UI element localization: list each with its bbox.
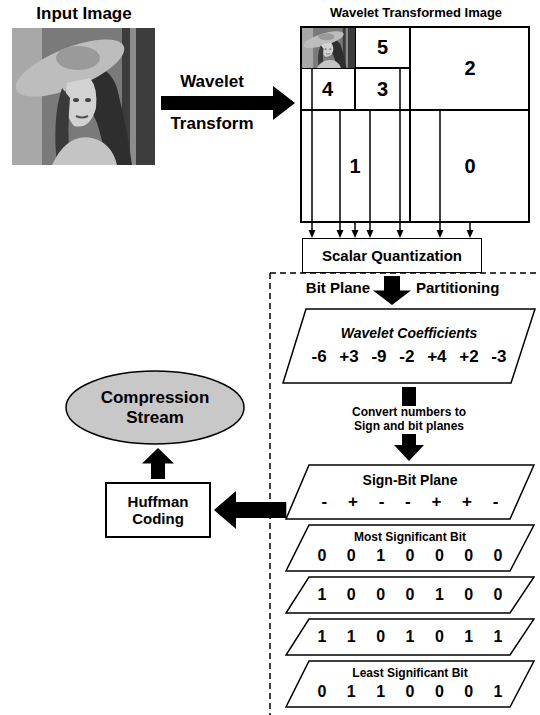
subband-cell: 4 (300, 68, 355, 110)
node-text: Scalar Quantization (322, 247, 462, 264)
process-box: Huffman Coding (105, 482, 211, 538)
connector-line (354, 223, 356, 231)
node-text: Wavelet Transformed Image (330, 6, 502, 21)
block-arrow (214, 491, 286, 529)
input-image: Input Image (10, 4, 158, 168)
node-text: Input Image (36, 4, 131, 24)
connector-arrow (397, 68, 404, 238)
callout-number: 0 (464, 155, 475, 178)
dashed-region-border (269, 273, 271, 715)
parallelogram-shape (286, 661, 534, 707)
ellipse-shape (66, 371, 244, 444)
subband-cell: 5 (355, 26, 410, 68)
callout-number: 1 (349, 155, 360, 178)
arrow-caption: Transform (160, 114, 264, 134)
node-text: -6 +3 -9 -2 +4 +2 -3 (312, 347, 507, 367)
subband-cell: 3 (355, 68, 410, 110)
connector-arrow (142, 448, 174, 479)
bit-plane: 1 0 0 0 1 0 0 (285, 576, 535, 614)
node-text: Huffman Coding (115, 493, 201, 528)
connector-arrow (437, 110, 444, 238)
photo-illustration (12, 28, 155, 165)
parallelogram-shape (286, 525, 534, 571)
arrow-caption: Partitioning (416, 279, 499, 296)
arrow-head (367, 230, 374, 238)
parallelogram-shape (286, 465, 534, 519)
connector-arrow (467, 223, 474, 238)
parallelogram-shape (283, 309, 535, 383)
arrow-head (352, 230, 359, 238)
arrow-head (337, 230, 344, 238)
connector-line (439, 110, 441, 231)
connector-line (369, 110, 371, 231)
bit-plane: Least Significant Bit 0 1 1 0 0 0 1 (285, 660, 535, 708)
block-arrow (373, 276, 411, 305)
bit-plane: Most Significant Bit 0 0 1 0 0 0 0 (285, 524, 535, 572)
callout-number: 3 (377, 78, 388, 101)
photo-image (12, 28, 155, 165)
connector-arrow (373, 276, 411, 305)
process-box: Scalar Quantization (302, 238, 482, 273)
arrow-head (467, 230, 474, 238)
node-text: 0 1 1 0 0 0 1 (318, 683, 503, 701)
subband-grid: Wavelet Transformed Image 5 2 4 3 1 0 (298, 6, 534, 227)
subband-arrow-head (309, 230, 316, 238)
connector-line (399, 68, 401, 231)
connector-line (339, 110, 341, 231)
node-text: Most Significant Bit (354, 531, 466, 545)
approximation-subband-image (302, 28, 355, 68)
subband-arrow-line (311, 68, 313, 231)
parallelogram-shape (286, 619, 534, 655)
connector-arrow (337, 110, 344, 238)
arrow-head (397, 230, 404, 238)
node-text: 1 0 0 0 1 0 0 (318, 586, 503, 604)
edge-label: Convert numbers to Sign and bit planes (344, 406, 474, 434)
subband-cell: 1 (300, 110, 410, 223)
connector-arrow (352, 223, 359, 238)
parallelogram-outline (282, 308, 536, 384)
node-text: Compression Stream (95, 388, 215, 427)
node-text: 0 0 1 0 0 0 0 (318, 547, 503, 565)
node-text: - + - - + + - (322, 492, 499, 512)
arrow-caption: Wavelet (160, 72, 264, 92)
subband-image (302, 28, 355, 68)
arrow-head (437, 230, 444, 238)
subband-cell: 0 (410, 110, 530, 223)
output-ellipse: Compression Stream (65, 370, 245, 445)
connector-line (469, 223, 471, 231)
node-text: Wavelet Coefficients (341, 325, 477, 341)
connector-arrow (367, 110, 374, 238)
node-text: Sign-Bit Plane (363, 472, 458, 488)
node-text: 1 1 0 1 0 1 1 (318, 628, 503, 646)
connector-arrow (214, 491, 286, 529)
sign-bit-plane: Sign-Bit Plane - + - - + + - (285, 464, 535, 520)
callout-number: 2 (464, 57, 475, 80)
grid-frame (300, 26, 530, 223)
callout-number: 4 (322, 78, 333, 101)
subband-cell: 2 (410, 26, 530, 110)
parallelogram-shape (286, 577, 534, 613)
arrow-caption: Bit Plane (306, 279, 370, 296)
coefficient-plane: Wavelet Coefficients -6 +3 -9 -2 +4 +2 -3 (282, 308, 536, 384)
callout-number: 5 (377, 36, 388, 59)
bit-plane: 1 1 0 1 0 1 1 (285, 618, 535, 656)
block-arrow (142, 448, 174, 479)
node-text: Least Significant Bit (352, 667, 467, 681)
